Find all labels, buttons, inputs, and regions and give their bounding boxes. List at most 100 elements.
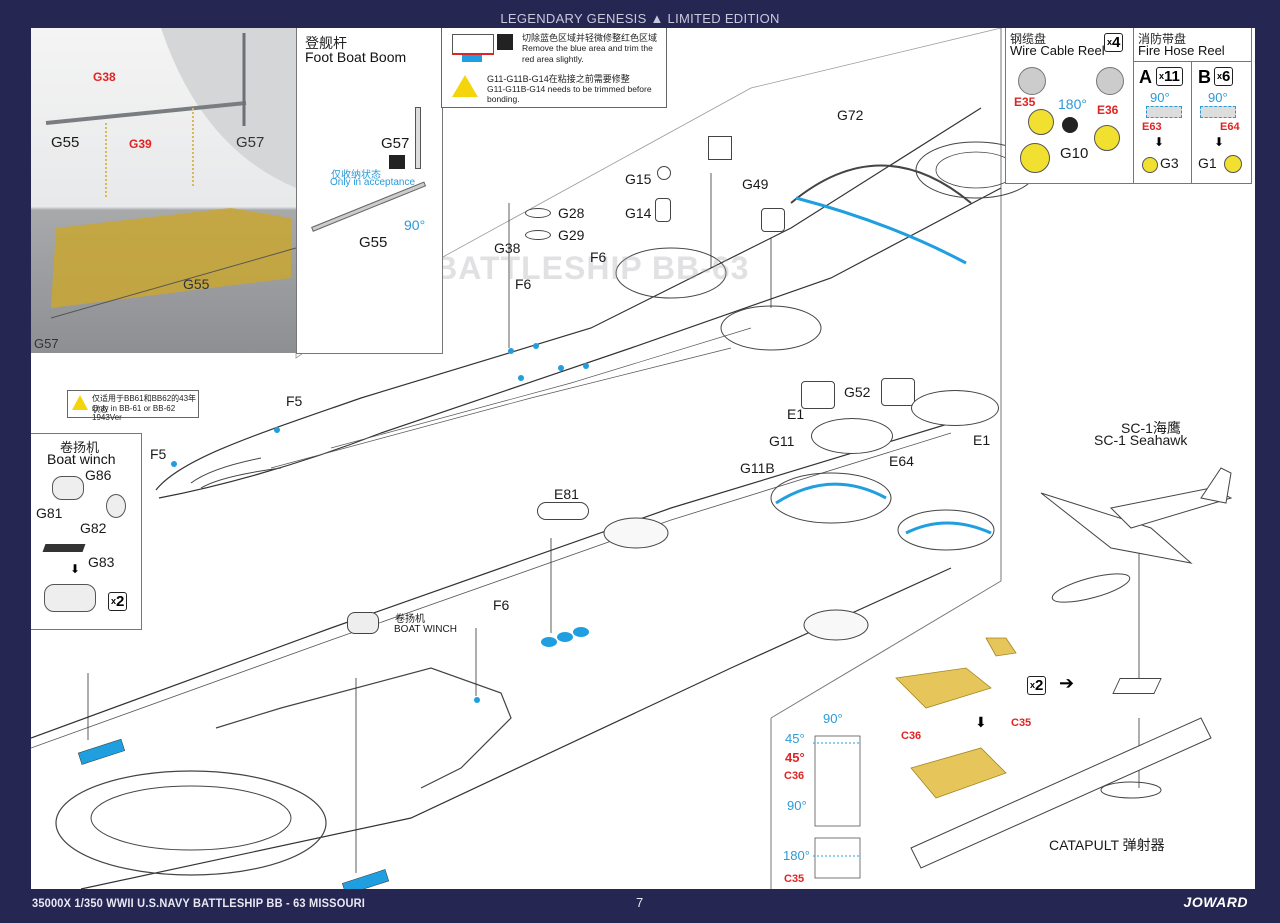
- footer-product: 35000X 1/350 WWII U.S.NAVY BATTLESHIP BB…: [32, 896, 366, 910]
- label-g39: G39: [129, 137, 152, 151]
- deck-line: [200, 467, 282, 489]
- label-g52: G52: [844, 384, 871, 400]
- hull-edge: [31, 432, 952, 749]
- trim-diagram: [452, 34, 494, 55]
- quantity-badge: x4: [1104, 33, 1124, 52]
- label-f6: F6: [493, 597, 510, 613]
- reel-yellow-icon: [1028, 109, 1054, 135]
- mount-markers: [171, 343, 589, 467]
- seahawk-aircraft: [1040, 467, 1233, 603]
- catapult-body: [910, 717, 1212, 869]
- label-f6: F6: [515, 276, 532, 292]
- cradle-flat-pattern: [814, 735, 861, 879]
- arrow-down-icon: ⬇: [1214, 135, 1225, 149]
- arrow-down-icon: ⬇: [70, 562, 81, 576]
- boat-winch-panel: 卷扬机 Boat winch G86 G81 G82 G83 ⬇ x2: [31, 433, 142, 630]
- mount-marker: [474, 697, 480, 703]
- cradle-assembly: [1112, 678, 1162, 694]
- mount-pad: [77, 738, 126, 765]
- quantity-badge: x6: [1214, 67, 1234, 86]
- hose-reel-icon: [1142, 157, 1158, 173]
- angle-90-bottom: 90°: [787, 798, 807, 813]
- deck-line: [330, 327, 752, 449]
- label-f6: F6: [590, 249, 607, 265]
- angle-label: 90°: [404, 217, 426, 233]
- panel-title-en: Foot Boat Boom: [305, 49, 407, 65]
- label-g49: G49: [742, 176, 769, 192]
- label-g38: G38: [494, 240, 521, 256]
- assembled-winch-icon: [44, 584, 96, 612]
- label-g55: G55: [51, 134, 80, 151]
- label-g72: G72: [837, 107, 864, 123]
- barbette-slot: [775, 482, 887, 505]
- g29-part: [525, 230, 551, 240]
- quantity-badge: x2: [108, 592, 128, 611]
- barbette: [935, 151, 1017, 189]
- label-f5: F5: [150, 446, 167, 462]
- divider-line: [1191, 61, 1192, 183]
- hose-reel-icon: [1224, 155, 1242, 173]
- label-g15: G15: [625, 171, 652, 187]
- knife-icon: [389, 155, 405, 169]
- panel-title-en: Fire Hose Reel: [1138, 43, 1225, 58]
- bb61-note: 仅适用于BB61和BB62的43年状态 Only in BB-61 or BB-…: [67, 390, 199, 422]
- label-c35: C35: [1011, 717, 1032, 729]
- angle-90-top: 90°: [823, 711, 843, 726]
- hull-edge: [155, 107, 982, 491]
- leader-lines: [87, 173, 1140, 873]
- director-base: [803, 609, 869, 641]
- g49-part: [708, 136, 732, 160]
- winch-label-cn: 卷扬机: [395, 614, 425, 625]
- assembled-reel-icon: [1020, 143, 1050, 173]
- label-g38: G38: [93, 70, 116, 84]
- label-g10: G10: [1060, 145, 1089, 162]
- reference-photo: G38 G39 G55 G57 G55 G57: [31, 28, 296, 353]
- label-g55: G55: [359, 234, 388, 251]
- e1-part: [911, 390, 999, 426]
- ship-hull-photo: [161, 28, 296, 188]
- superstructure-wall: [215, 667, 512, 789]
- note-line-cn: 仅适用于BB61和BB62的43年状态: [92, 394, 197, 414]
- boat-winch-part: [347, 612, 379, 634]
- angle-45-red: 45°: [785, 750, 805, 765]
- cradle-parts: [895, 637, 1017, 799]
- g28-part: [525, 208, 551, 218]
- warn-line-cn: G11-G11B-G14在粘接之前需要修整: [487, 74, 630, 84]
- hull-edge: [31, 422, 952, 739]
- variant-b-letter: B: [1198, 67, 1211, 87]
- label-e64: E64: [1220, 121, 1240, 133]
- fire-hose-reel-panel: 消防带盘 Fire Hose Reel A x11 90° E63 ⬇ G3 B…: [1133, 28, 1252, 184]
- hose-reel-flat-icon: [1200, 106, 1236, 118]
- trim-note: 切除蓝色区域并轻微修整红色区域 Remove the blue area and…: [441, 28, 667, 108]
- arrow-down-icon: ⬇: [1154, 135, 1165, 149]
- label-e35: E35: [1014, 95, 1036, 109]
- quantity-badge: x11: [1156, 67, 1183, 86]
- label-e63: E63: [1142, 121, 1162, 133]
- deck-line: [270, 347, 732, 469]
- instruction-page: WWII U.S.NAVY BATTLESHIP BB-63 ITEM NO:3…: [31, 28, 1255, 889]
- label-g83: G83: [88, 554, 115, 570]
- label-e1: E1: [973, 432, 991, 448]
- label-g86: G86: [85, 467, 112, 483]
- panel-title-cn: 钢缆盘: [1010, 32, 1047, 46]
- header-title: LEGENDARY GENESIS ▲ LIMITED EDITION: [500, 11, 780, 26]
- boat-rack-photo: [51, 208, 291, 308]
- label-g28: G28: [558, 205, 585, 221]
- label-g57-photo: G57: [34, 336, 59, 351]
- label-g55-photo: G55: [183, 276, 210, 292]
- label-g29: G29: [558, 227, 585, 243]
- reel-yellow-icon: [1094, 125, 1120, 151]
- seahawk-title-en: SC-1 Seahawk: [1094, 432, 1188, 448]
- arrow-right-icon: ➔: [1059, 673, 1075, 693]
- label-g1: G1: [1198, 155, 1217, 171]
- winch-base-icon: [42, 544, 86, 552]
- barbette: [897, 509, 995, 551]
- foot-boat-boom-panel: 登舰杆 Foot Boat Boom G57 仅收纳状态 Only in acc…: [296, 28, 443, 354]
- label-g57: G57: [236, 134, 265, 151]
- e1-part: [811, 418, 893, 454]
- knife-icon: [497, 34, 513, 50]
- angle-180: 180°: [783, 848, 810, 863]
- barbette: [615, 247, 727, 299]
- label-e81: E81: [554, 486, 579, 502]
- barbette: [770, 472, 892, 524]
